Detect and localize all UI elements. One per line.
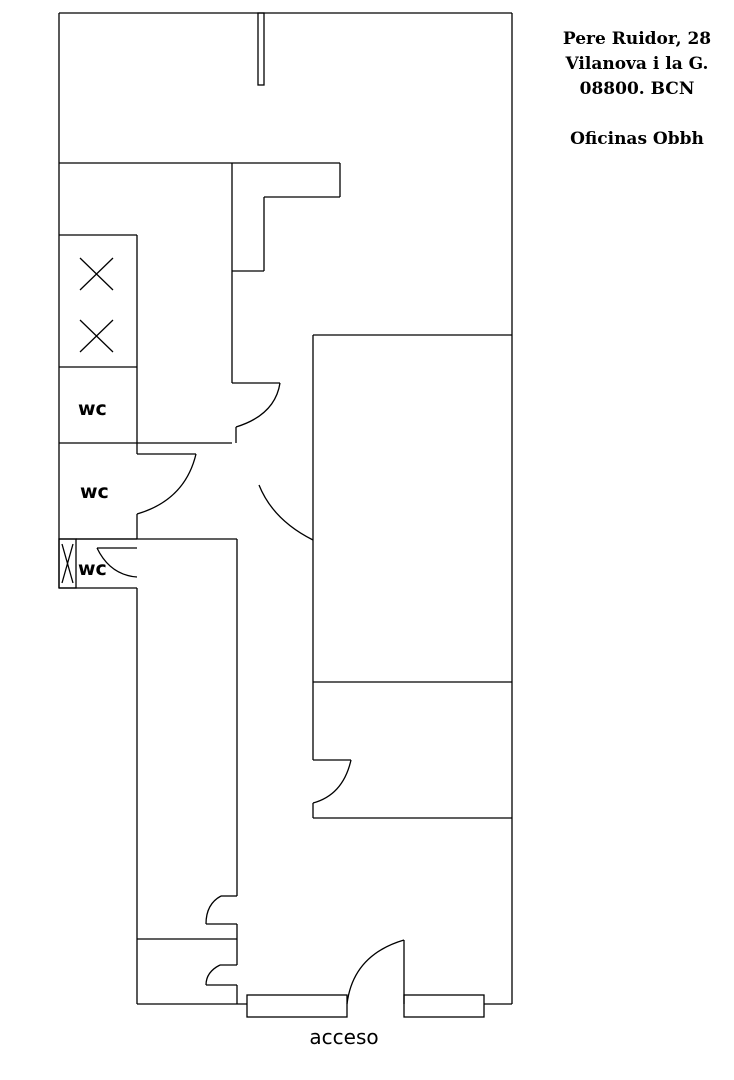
address-line-1: Pere Ruidor, 28 [562, 29, 712, 49]
door-small-room[interactable] [205, 964, 237, 986]
office-name: Oficinas Obbh [570, 129, 704, 149]
shower-tray-2 [79, 319, 114, 353]
entrance-door[interactable] [346, 939, 405, 1005]
ventilation-shaft [257, 12, 265, 86]
outer-walls [58, 12, 513, 1005]
door-corridor-upper[interactable] [232, 382, 281, 443]
entrance-threshold-left [246, 994, 348, 1018]
address-spacer [548, 102, 726, 127]
wc-label-3: wc [78, 558, 107, 580]
wc3-walls [76, 538, 237, 578]
top-room-walls [59, 162, 341, 383]
small-wc-cabinet-x [61, 543, 74, 584]
address-line-2: Vilanova i la G. [565, 54, 709, 74]
address-block: Pere Ruidor, 28 Vilanova i la G. 08800. … [548, 27, 726, 152]
shower-tray-1 [79, 257, 114, 291]
wc-label-1: wc [78, 398, 107, 420]
entrance-label: acceso [309, 1025, 378, 1049]
small-wc-cabinet [58, 538, 77, 589]
address-line-3: 08800. BCN [579, 79, 695, 99]
shower-block [59, 234, 232, 444]
office-right-walls [258, 334, 512, 819]
entrance-threshold-right [403, 994, 485, 1018]
wc-label-2: wc [80, 481, 109, 503]
door-corridor-lower[interactable] [205, 895, 237, 925]
